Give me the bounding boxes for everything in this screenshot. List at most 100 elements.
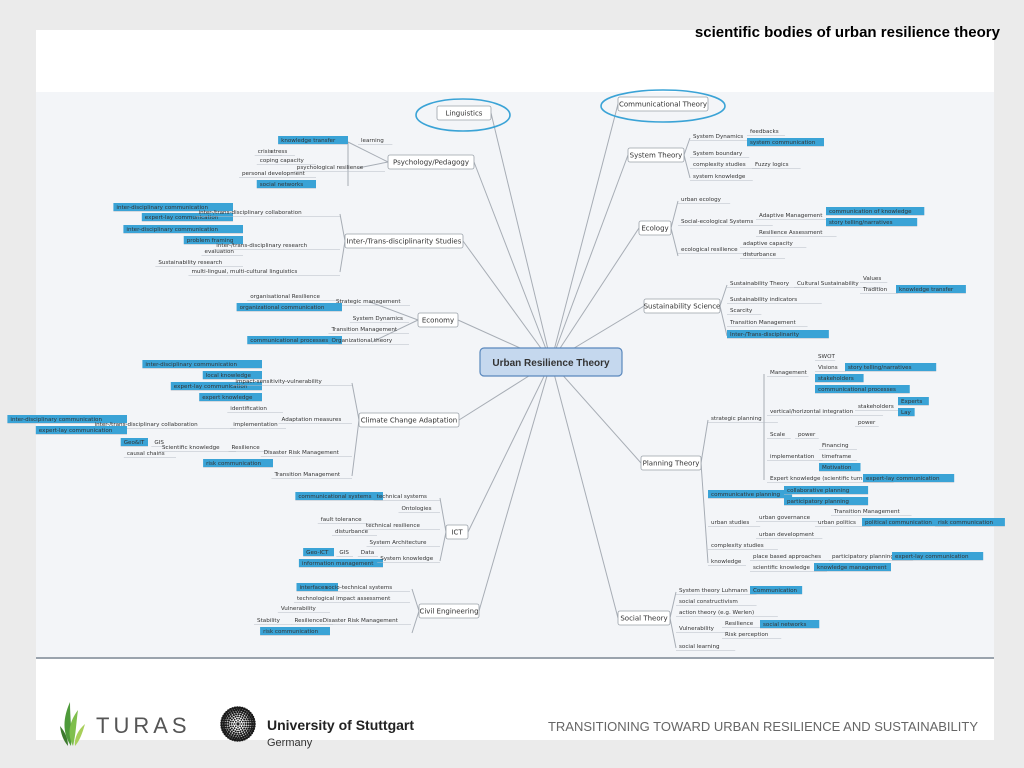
- node-label: Transition Management: [273, 472, 340, 478]
- node-inter-trans-disciplinary-research: inter-/trans-disciplinary research: [213, 243, 340, 250]
- node-label: Sustainability research: [158, 260, 222, 266]
- nodes: Urban Resilience TheoryLinguisticsCommun…: [7, 89, 1005, 651]
- node-label: fault tolerance: [321, 517, 362, 523]
- highlight-chip: [199, 393, 262, 401]
- connector-line: [550, 154, 629, 363]
- node-stakeholders: stakeholders: [815, 374, 864, 383]
- node-learning: learning: [358, 138, 393, 145]
- highlight-chip: [819, 463, 861, 471]
- node-label: risk communication: [206, 461, 261, 467]
- node-label: organisational Resilience: [250, 294, 320, 300]
- connector-line: [339, 240, 346, 273]
- node-vulnerability: Vulnerability: [676, 626, 729, 633]
- connector-line: [669, 591, 677, 619]
- node-management: Management: [767, 370, 809, 377]
- connector-line: [683, 137, 691, 156]
- node-label: expert-lay communication: [145, 215, 219, 221]
- node-label: inter-disciplinary communication: [116, 205, 208, 211]
- highlight-chip: [296, 583, 338, 591]
- node-label: Strategic management: [336, 299, 401, 305]
- node-label: Transition Management: [330, 327, 397, 333]
- node-label: knowledge management: [817, 565, 887, 571]
- highlight-chip: [278, 136, 348, 144]
- node-label: Stability: [257, 618, 281, 624]
- central-topic-box: [479, 347, 623, 377]
- node-label: Resilience Assessment: [759, 230, 823, 236]
- highlight-chip: [183, 236, 243, 244]
- branch-civil-engineering: Civil Engineering: [418, 603, 480, 619]
- node-label: information management: [302, 561, 374, 567]
- node-label: System boundary: [693, 151, 743, 157]
- node-label: participatory planning: [832, 554, 894, 560]
- node-knowledge-transfer: knowledge transfer: [278, 136, 348, 145]
- node-urban-development: urban development: [756, 532, 823, 539]
- node-inter-disciplinary-communication: inter-disciplinary communication: [123, 225, 243, 234]
- node-technical-resilience: technical resilience: [363, 523, 440, 530]
- node-evaluation: evaluation: [201, 249, 243, 256]
- turas-logo-text: TURAS: [96, 713, 191, 738]
- node-information-management: information management: [298, 559, 383, 568]
- node-label: knowledge: [711, 559, 742, 565]
- node-label: Disaster Risk Management: [264, 450, 340, 456]
- connector-line: [439, 531, 447, 562]
- node-timeframe: timeframe: [819, 454, 857, 461]
- node-personal-development: personal development: [239, 171, 316, 178]
- branch-box: [640, 455, 702, 471]
- node-label: GIS: [154, 440, 164, 446]
- node-disaster-risk-management: Disaster Risk Management: [260, 450, 352, 457]
- node-label: risk communication: [938, 520, 993, 526]
- node-label: urban politics: [818, 520, 856, 526]
- node-experts: Experts: [898, 397, 929, 406]
- branch-label: Sustainability Science: [644, 303, 721, 311]
- node-label: Visions: [818, 365, 838, 371]
- node-strategic-management: Strategic management: [333, 299, 410, 306]
- connector-line: [357, 161, 389, 169]
- node-inter-trans-disciplinarity: Inter-/Trans-disciplinarity: [727, 330, 829, 339]
- node-label: communication of knowledge: [829, 209, 912, 215]
- branch-box: [417, 312, 459, 328]
- node-label: scientific knowledge: [753, 565, 811, 571]
- connector-line: [700, 419, 709, 464]
- node-system-dynamics: System Dynamics: [349, 316, 409, 323]
- node-action-theory-e-g-werlen: action theory (e.g. Werlen): [676, 610, 778, 617]
- node-sustainability-theory: Sustainability Theory: [727, 281, 808, 288]
- university-name: University of Stuttgart: [267, 717, 415, 733]
- node-label: communicative planning: [711, 492, 781, 498]
- highlight-chip: [750, 586, 803, 594]
- node-label: Transition Management: [729, 320, 796, 326]
- connector-line: [719, 284, 728, 307]
- node-organizational-communication: organizational communication: [236, 303, 342, 312]
- node-knowledge-transfer: knowledge transfer: [896, 285, 966, 294]
- node-label: timeframe: [822, 454, 852, 460]
- node-ontologies: Ontologies: [398, 506, 440, 513]
- connector-line: [369, 301, 419, 321]
- node-risk-perception: Risk perception: [722, 632, 782, 639]
- highlight-chip: [896, 285, 966, 293]
- node-label: communicational processes: [818, 387, 896, 393]
- node-communicative-planning: communicative planning: [708, 490, 793, 499]
- node-label: adaptive capacity: [743, 241, 794, 247]
- node-label: Motivation: [822, 465, 852, 471]
- node-label: socio-technical systems: [325, 585, 392, 591]
- node-label: System Architecture: [370, 540, 427, 546]
- node-label: Cultural Sustainability: [797, 281, 859, 287]
- connector-line: [411, 588, 420, 612]
- node-vulnerability: Vulnerability: [277, 606, 330, 613]
- node-label: multi-lingual, multi-cultural linguistic…: [191, 269, 297, 275]
- node-scarcity: Scarcity: [727, 308, 762, 315]
- branch-label: Planning Theory: [643, 460, 700, 468]
- highlight-chip: [815, 374, 864, 382]
- branch-box: [436, 105, 492, 121]
- node-communication-of-knowledge: communication of knowledge: [826, 207, 925, 216]
- node-label: Tradition: [862, 287, 888, 293]
- university-logo-icon: [220, 706, 256, 742]
- node-label: Resilience: [725, 621, 754, 627]
- node-transition-management: Transition Management: [831, 509, 912, 516]
- node-label: collaborative planning: [787, 488, 850, 494]
- node-transition-management: Transition Management: [328, 327, 409, 334]
- highlight-ellipse: [600, 89, 726, 123]
- highlight-chip: [845, 363, 937, 371]
- connector-line: [700, 462, 709, 564]
- node-label: disturbance: [743, 252, 777, 258]
